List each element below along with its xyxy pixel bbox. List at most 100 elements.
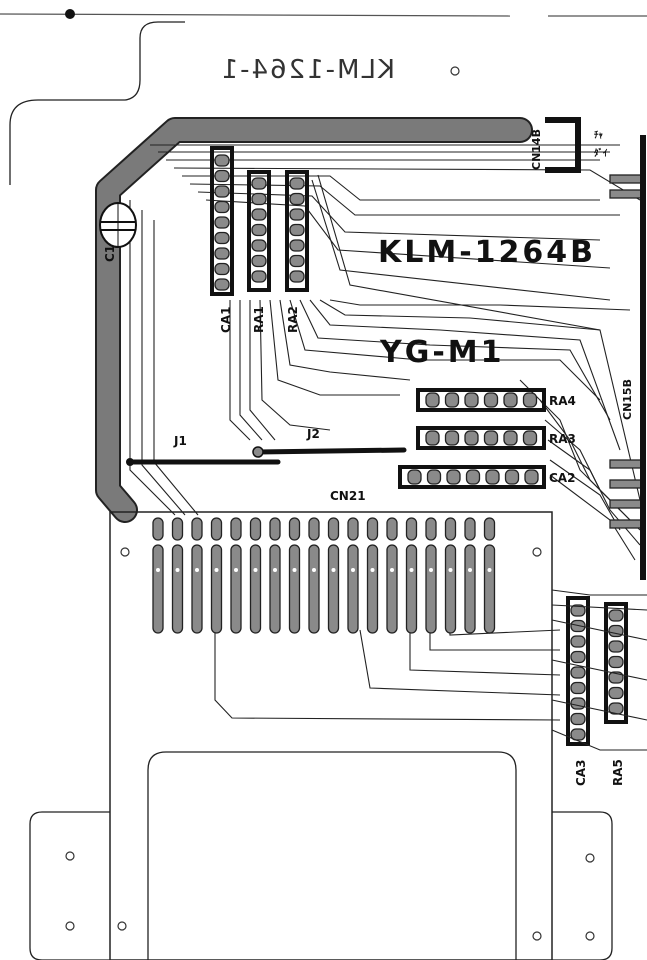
label-ra1: RA1 [252, 306, 266, 333]
component-pad [570, 712, 586, 726]
registration-dot [65, 9, 75, 19]
finger-via [331, 568, 336, 572]
edge-finger [171, 544, 184, 634]
mark-2: ﾀﾞｲ [594, 147, 608, 159]
finger-pad [366, 517, 379, 541]
edge-finger [425, 544, 437, 634]
edge-finger [366, 544, 379, 634]
finger-pad [327, 517, 340, 541]
label-j1: J1 [173, 434, 187, 448]
cn21-connector-outline [109, 511, 553, 960]
finger-via [195, 568, 199, 572]
finger-pad [191, 517, 203, 541]
edge-finger [191, 544, 203, 634]
finger-via [234, 568, 238, 572]
component-pad [289, 177, 305, 190]
component-pad [570, 728, 586, 741]
component-pad [289, 239, 305, 252]
component-pad [214, 200, 230, 214]
component-pad [570, 666, 586, 679]
label-ra4: RA4 [549, 394, 576, 408]
edge-finger [308, 544, 320, 634]
finger-via [390, 568, 394, 572]
edge-finger [249, 544, 262, 634]
component-pad [289, 223, 305, 237]
finger-via [273, 568, 277, 572]
component-ra4 [416, 388, 546, 412]
finger-pad [269, 517, 281, 541]
component-pad [289, 208, 305, 221]
component-pad [289, 254, 305, 268]
finger-pad [288, 517, 301, 541]
edge-finger [152, 544, 164, 634]
component-pads-left [214, 154, 305, 291]
component-pad [608, 609, 624, 622]
component-pads-middle [407, 392, 539, 485]
component-pad [444, 430, 460, 446]
component-pad [214, 262, 230, 276]
edge-finger [230, 544, 242, 634]
finger-pad [464, 517, 476, 541]
component-ra2 [285, 170, 309, 292]
label-ra2: RA2 [286, 306, 300, 333]
component-pad [464, 430, 479, 446]
label-ca1: CA1 [219, 307, 233, 333]
finger-pad [249, 517, 262, 541]
finger-via [214, 568, 219, 572]
label-c1: C1 [103, 245, 117, 262]
component-pad [214, 216, 230, 229]
mark-1: ﾁｬ [594, 130, 604, 141]
component-pad [289, 192, 305, 206]
component-pad [426, 469, 442, 485]
edge-finger [269, 544, 281, 634]
finger-pad [347, 517, 359, 541]
component-pad [214, 185, 230, 198]
finger-via [292, 568, 297, 572]
component-pad [524, 469, 539, 485]
component-pad [608, 686, 624, 700]
finger-via [351, 568, 355, 572]
label-ra5: RA5 [611, 759, 625, 786]
component-pad [251, 192, 267, 206]
edge-finger [210, 544, 223, 634]
board-id-label: KLM-1264B [378, 235, 596, 270]
component-pad [444, 392, 460, 408]
edge-finger [405, 544, 418, 634]
finger-pad [444, 517, 457, 541]
component-pad [251, 239, 267, 252]
component-pad [608, 640, 624, 653]
ground-trace [97, 119, 531, 521]
component-ca1 [210, 146, 234, 296]
finger-via [312, 568, 316, 572]
component-pad [522, 430, 538, 446]
cn14b-outline [545, 117, 581, 173]
finger-via [156, 568, 160, 572]
component-pad [214, 154, 230, 167]
mirrored-part-label: KLM-1264-1 [220, 55, 395, 85]
component-ra1 [247, 170, 271, 292]
board-top-edge [0, 13, 511, 17]
signal-traces-upper [129, 144, 641, 561]
label-ca2: CA2 [549, 471, 575, 485]
jumper-j2-end [252, 446, 264, 458]
finger-via [175, 568, 180, 572]
component-pad [407, 469, 422, 485]
component-pad [483, 392, 499, 408]
component-pad [570, 635, 586, 648]
lower-window-cutout [147, 751, 517, 960]
component-pad [251, 177, 267, 190]
finger-pad [230, 517, 242, 541]
edge-finger [386, 544, 398, 634]
jumper-j1-end [126, 458, 134, 466]
component-pad [214, 278, 230, 291]
cn15b-stubs [609, 174, 643, 529]
finger-via [448, 568, 453, 572]
component-pad [485, 469, 500, 485]
finger-via [487, 568, 492, 572]
component-ca2 [398, 465, 546, 489]
component-pad [251, 208, 267, 221]
component-ca3 [566, 596, 590, 746]
finger-pad [483, 517, 496, 541]
component-pad [425, 392, 440, 408]
component-pad [522, 392, 538, 408]
